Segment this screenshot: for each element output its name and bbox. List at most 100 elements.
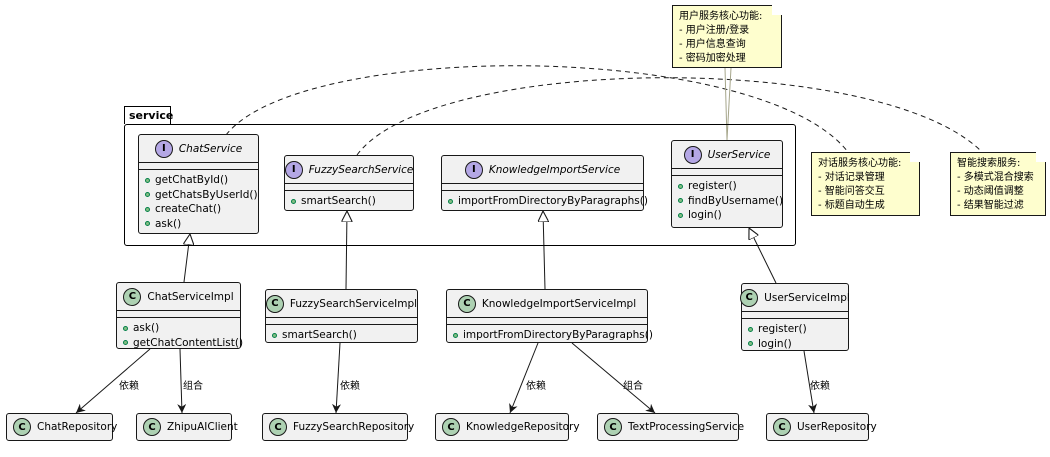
class-name: KnowledgeImportServiceImpl [481,297,637,310]
interface-chatservice[interactable]: I ChatService getChatById() getChatsByUs… [138,134,259,234]
interface-badge-icon: I [154,139,173,158]
method-item: ask() [123,321,234,336]
interface-fuzzysearchservice[interactable]: I FuzzySearchService smartSearch() [284,155,414,211]
edge-label: 依赖 [340,381,360,392]
note-search-service: 智能搜索服务: - 多模式混合搜索 - 动态阈值调整 - 结果智能过滤 [950,152,1046,216]
dep-user-repo [803,350,818,414]
class-name: FuzzySearchRepository [293,421,415,433]
interface-header: I FuzzySearchService [284,156,414,184]
dep-know-text [571,342,656,414]
separator [139,163,258,170]
method-list: smartSearch() [266,325,417,347]
class-userserviceimpl[interactable]: C UserServiceImpl register() login() [740,283,850,351]
method-list: smartSearch() [285,191,413,213]
public-method-icon [678,183,683,189]
class-header: C FuzzySearchServiceImpl [265,290,418,318]
class-userrepository[interactable]: C UserRepository [766,413,877,441]
interface-knowledgeimportservice[interactable]: I KnowledgeImportService importFromDirec… [441,155,648,213]
method-list: ask() getChatContentList() [117,318,243,354]
interface-badge-icon: I [284,160,303,179]
note-link-search [356,77,983,156]
method-item: getChatContentList() [123,336,243,351]
public-method-icon [453,332,458,338]
separator [672,169,782,176]
interface-badge-icon: I [683,145,702,164]
edge-label: 依赖 [810,381,830,392]
method-list: register() findByUsername() login() [672,176,783,227]
public-method-icon [748,326,753,332]
class-badge-icon: C [265,294,284,313]
public-method-icon [145,177,150,183]
interface-name: FuzzySearchService [308,163,414,176]
method-item: smartSearch() [291,194,407,209]
class-zhipuaiclient[interactable]: C ZhipuAIClient [136,413,238,441]
package-tab: service [124,106,173,124]
class-name: UserServiceImpl [764,291,850,304]
separator [442,184,643,191]
class-name: UserRepository [797,421,877,433]
method-item: register() [678,179,776,194]
method-item: importFromDirectoryByParagraphs() [453,328,653,343]
class-badge-icon: C [604,418,622,436]
interface-header: I KnowledgeImportService [442,156,643,184]
method-item: getChatsByUserId() [145,188,258,203]
public-method-icon [291,198,296,204]
realize-user [749,228,777,284]
separator [117,311,240,318]
method-list: importFromDirectoryByParagraphs() [447,325,653,347]
class-knowledgeimportserviceimpl[interactable]: C KnowledgeImportServiceImpl importFromD… [446,289,653,343]
dep-chat-zhipu [177,348,187,414]
realize-fuzzy [346,211,347,290]
method-list: importFromDirectoryByParagraphs() [442,191,648,213]
realize-knowledge [543,211,545,290]
public-method-icon [145,192,150,198]
method-item: createChat() [145,202,252,217]
class-chatserviceimpl[interactable]: C ChatServiceImpl ask() getChatContentLi… [116,282,243,349]
class-knowledgerepository[interactable]: C KnowledgeRepository [435,413,580,441]
dep-fuzzy-repo [332,342,342,414]
interface-name: UserService [707,148,771,161]
dep-know-repo [509,342,539,414]
separator [285,184,413,191]
class-name: ChatRepository [37,421,118,433]
class-badge-icon: C [13,418,31,436]
note-user-service: 用户服务核心功能: - 用户注册/登录 - 用户信息查询 - 密码加密处理 [672,5,782,68]
class-header: C UserServiceImpl [740,284,850,312]
dep-chat-repo [75,348,151,414]
public-method-icon [145,221,150,227]
public-method-icon [748,341,753,347]
class-name: FuzzySearchServiceImpl [289,297,418,310]
class-badge-icon: C [442,418,460,436]
public-method-icon [145,206,150,212]
public-method-icon [448,198,453,204]
class-textprocessingservice[interactable]: C TextProcessingService [597,413,744,441]
class-header: C KnowledgeImportServiceImpl [447,290,647,318]
separator [742,312,848,319]
method-list: register() login() [742,319,848,355]
note-corner [772,5,782,15]
method-list: getChatById() getChatsByUserId() createC… [139,170,258,235]
public-method-icon [123,325,128,331]
edge-label: 组合 [183,381,203,392]
class-badge-icon: C [740,288,759,307]
interface-header: I ChatService [139,135,258,163]
class-header: C ChatServiceImpl [117,283,240,311]
public-method-icon [678,212,683,218]
interface-badge-icon: I [464,160,483,179]
class-fuzzysearchrepository[interactable]: C FuzzySearchRepository [262,413,414,441]
interface-userservice[interactable]: I UserService register() findByUsername(… [671,140,783,228]
separator [266,318,417,325]
edge-label: 依赖 [526,381,546,392]
class-fuzzysearchserviceimpl[interactable]: C FuzzySearchServiceImpl smartSearch() [265,289,418,343]
method-item: getChatById() [145,173,252,188]
note-chat-service: 对话服务核心功能: - 对话记录管理 - 智能问答交互 - 标题自动生成 [811,152,920,216]
class-chatrepository[interactable]: C ChatRepository [6,413,117,441]
class-name: TextProcessingService [628,421,745,433]
interface-header: I UserService [672,141,782,169]
class-badge-icon: C [457,294,476,313]
class-badge-icon: C [143,418,161,436]
method-item: register() [748,322,842,337]
edge-label: 组合 [623,381,643,392]
class-badge-icon: C [773,418,791,436]
